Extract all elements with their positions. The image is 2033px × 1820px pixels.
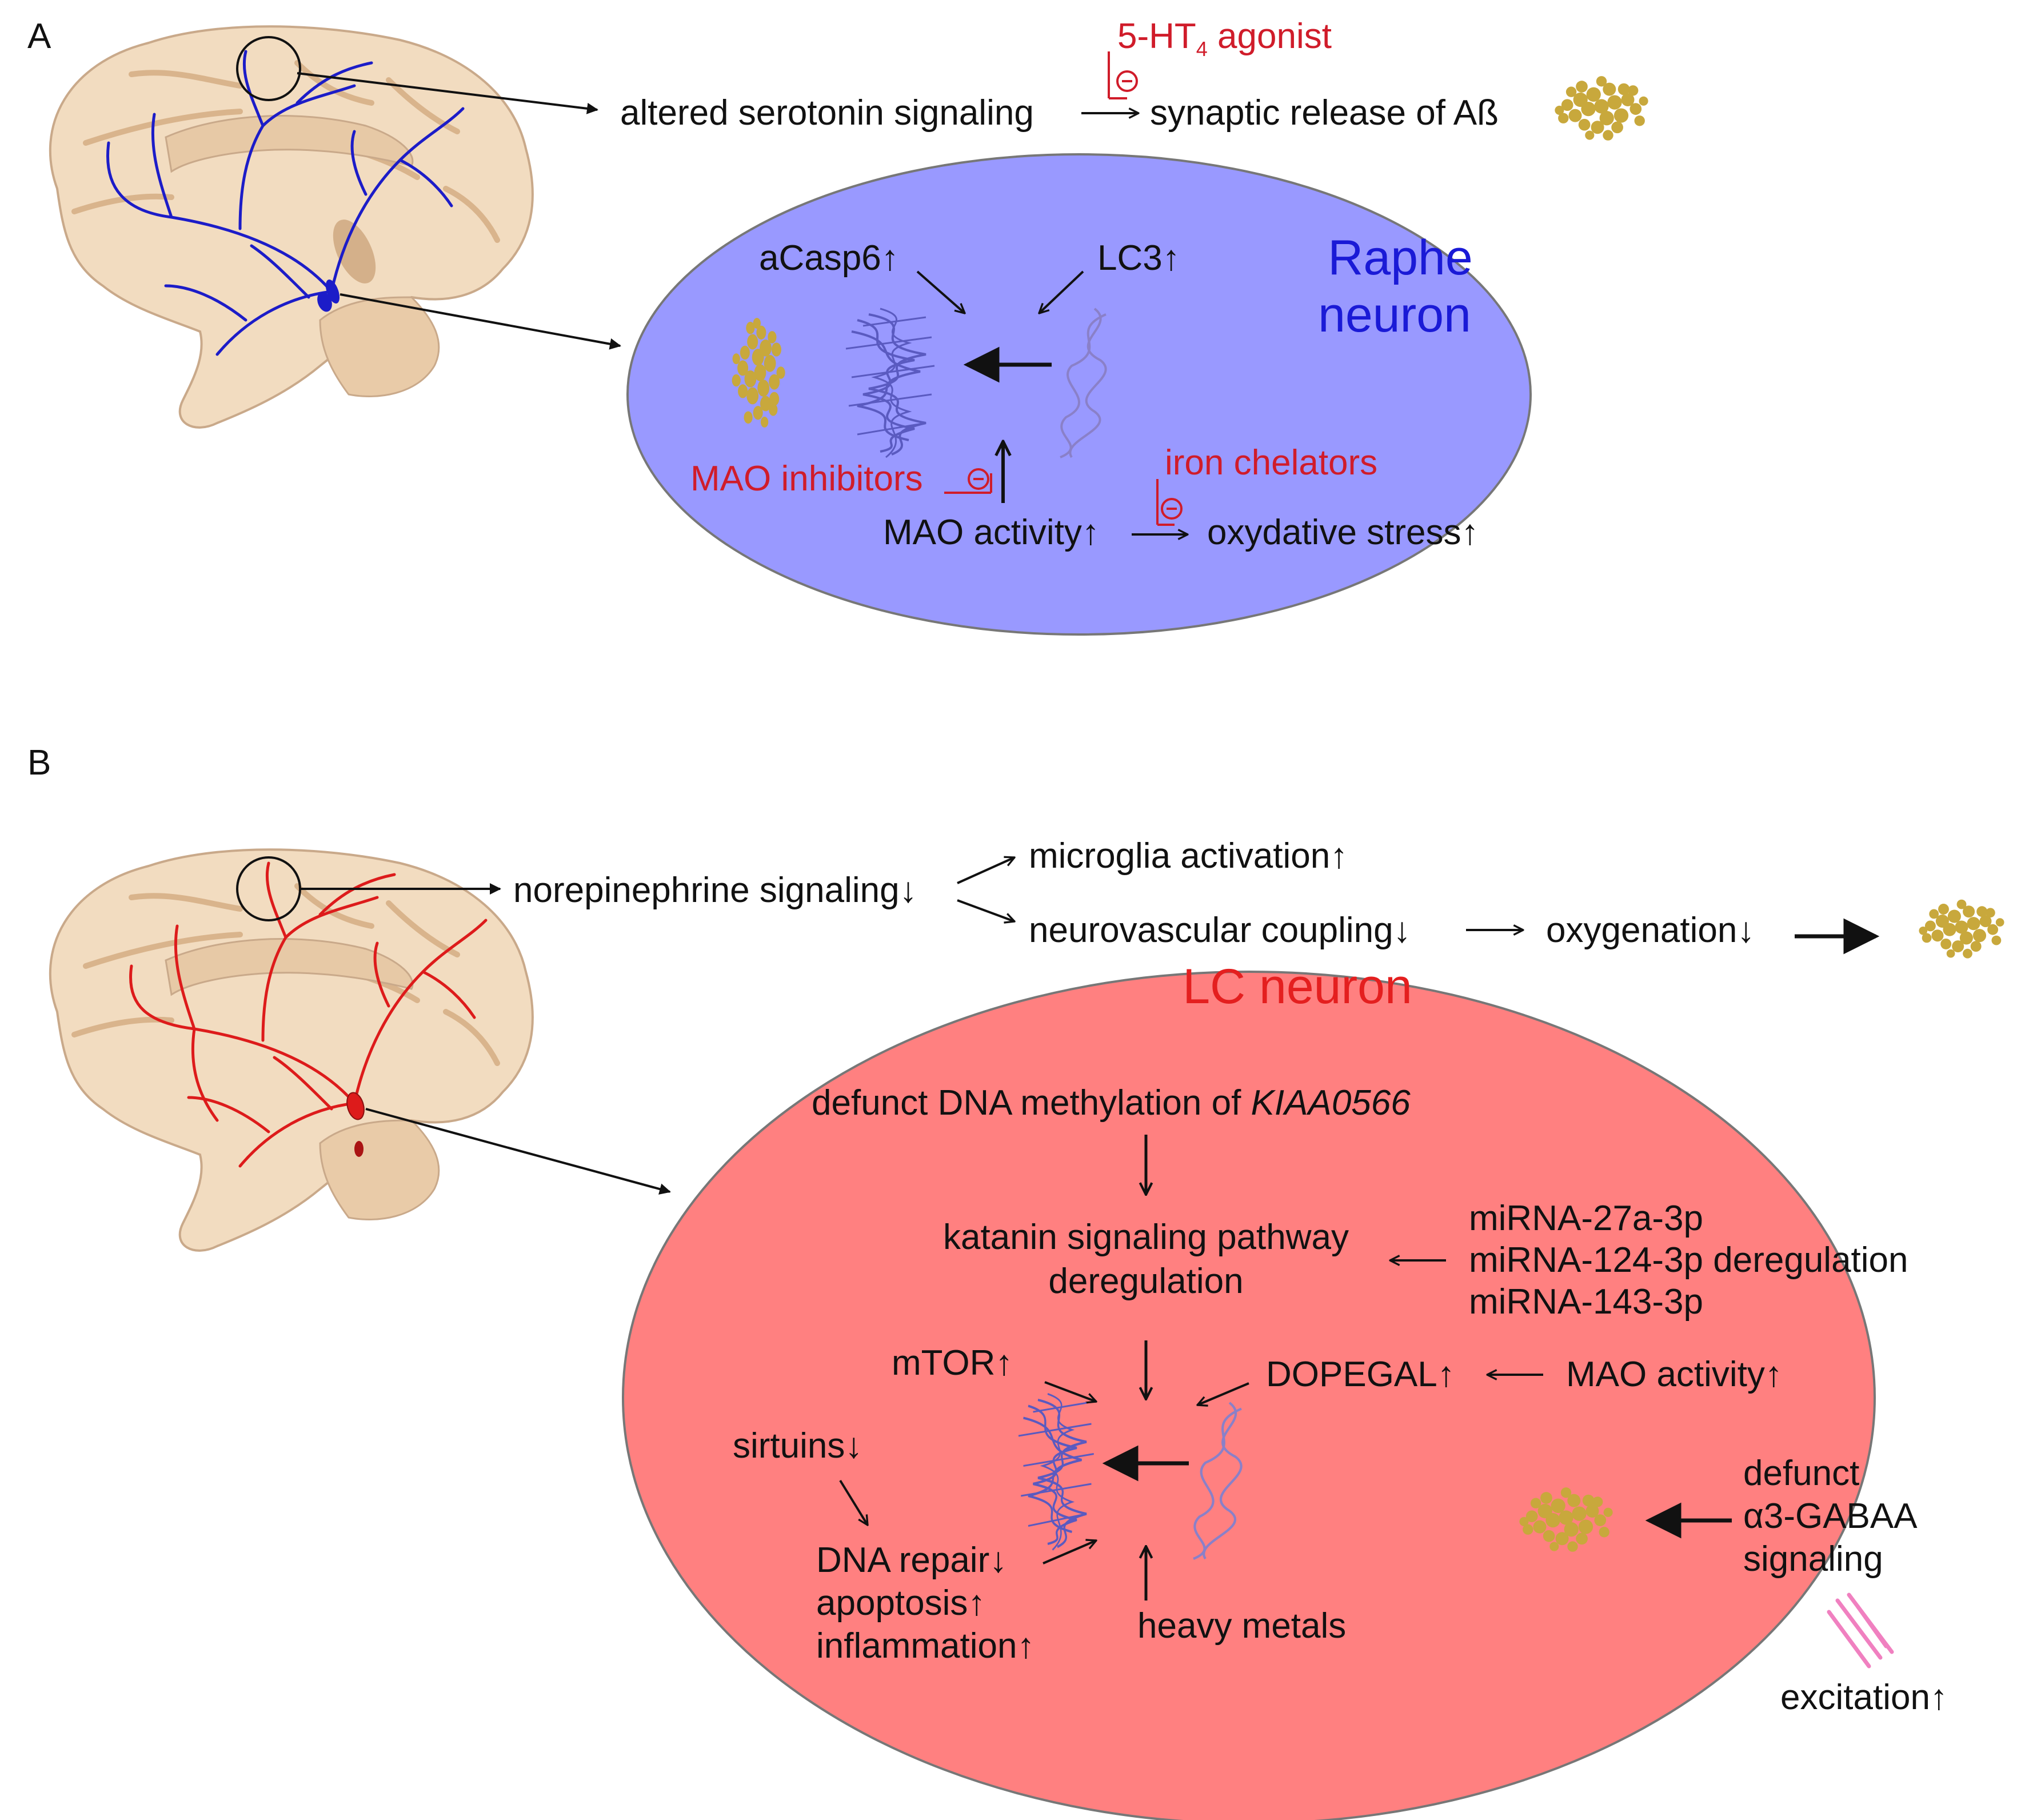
norepinephrine-signaling-label: norepinephrine signaling↓ [513,871,917,910]
excitation-label: excitation↑ [1780,1678,1948,1717]
lc-mao-activity-label: MAO activity↑ [1566,1355,1783,1394]
iron-chelators-label: iron chelators [1165,443,1377,482]
sirtuins-label: sirtuins↓ [733,1426,862,1466]
inhibition-marker-icon [1108,51,1138,99]
microglia-activation-label: microglia activation↑ [1029,836,1348,876]
inhibition-marker-icon [944,468,992,494]
mirna-143-label: miRNA-143-3p [1469,1282,1703,1322]
acasp6-label: aCasp6↑ [759,238,899,278]
mirna-27a-label: miRNA-27a-3p [1469,1199,1703,1238]
synaptic-release-label: synaptic release of Aß [1150,93,1499,133]
katanin-line2: deregulation [1048,1262,1243,1301]
gaba-line1: defunct [1743,1454,1859,1493]
raphe-neuron-title-line1: Raphe [1328,230,1472,285]
heavy-metals-label: heavy metals [1137,1606,1346,1646]
serotonin-signaling-label: altered serotonin signaling [620,93,1034,133]
agonist-label: 5-HT4 agonist [1117,17,1332,61]
oxygenation-label: oxygenation↓ [1546,911,1755,950]
oxidative-stress-label: oxydative stress↑ [1207,513,1479,552]
mirna-124-label: miRNA-124-3p deregulation [1469,1240,1908,1280]
mao-inhibitors-label: MAO inhibitors [690,459,923,498]
dopegal-label: DOPEGAL↑ [1266,1355,1455,1394]
inhibition-marker-icon [1156,479,1183,526]
raphe-neuron-cell [626,153,1532,636]
mao-activity-label: MAO activity↑ [883,513,1100,552]
panel-b-letter: B [27,743,51,783]
katanin-line1: katanin signaling pathway [943,1218,1349,1257]
amyloid-plaque-icon [1555,76,1648,141]
lc-neuron-title: LC neuron [1183,959,1412,1014]
amyloid-plaque-icon [1919,899,2004,959]
brain-illustration-serotonin [49,25,534,429]
raphe-neuron-title-line2: neuron [1318,288,1471,342]
neurovascular-coupling-label: neurovascular coupling↓ [1029,911,1411,950]
lc-neuron-cell [622,971,1876,1820]
gaba-line3: signaling [1743,1539,1883,1579]
dna-repair-label: DNA repair↓ [816,1540,1007,1580]
mtor-label: mTOR↑ [892,1343,1013,1383]
inflammation-label: inflammation↑ [816,1626,1035,1666]
excitation-spark-icon [1827,1592,1894,1669]
gaba-line2: α3-GABAA [1743,1496,1918,1536]
dna-methylation-label: defunct DNA methylation of KIAA0566 [812,1083,1411,1123]
lc3-label: LC3↑ [1097,238,1180,278]
brain-illustration-noradrenaline [49,848,534,1252]
panel-a-letter: A [27,17,51,56]
apoptosis-label: apoptosis↑ [816,1583,985,1623]
